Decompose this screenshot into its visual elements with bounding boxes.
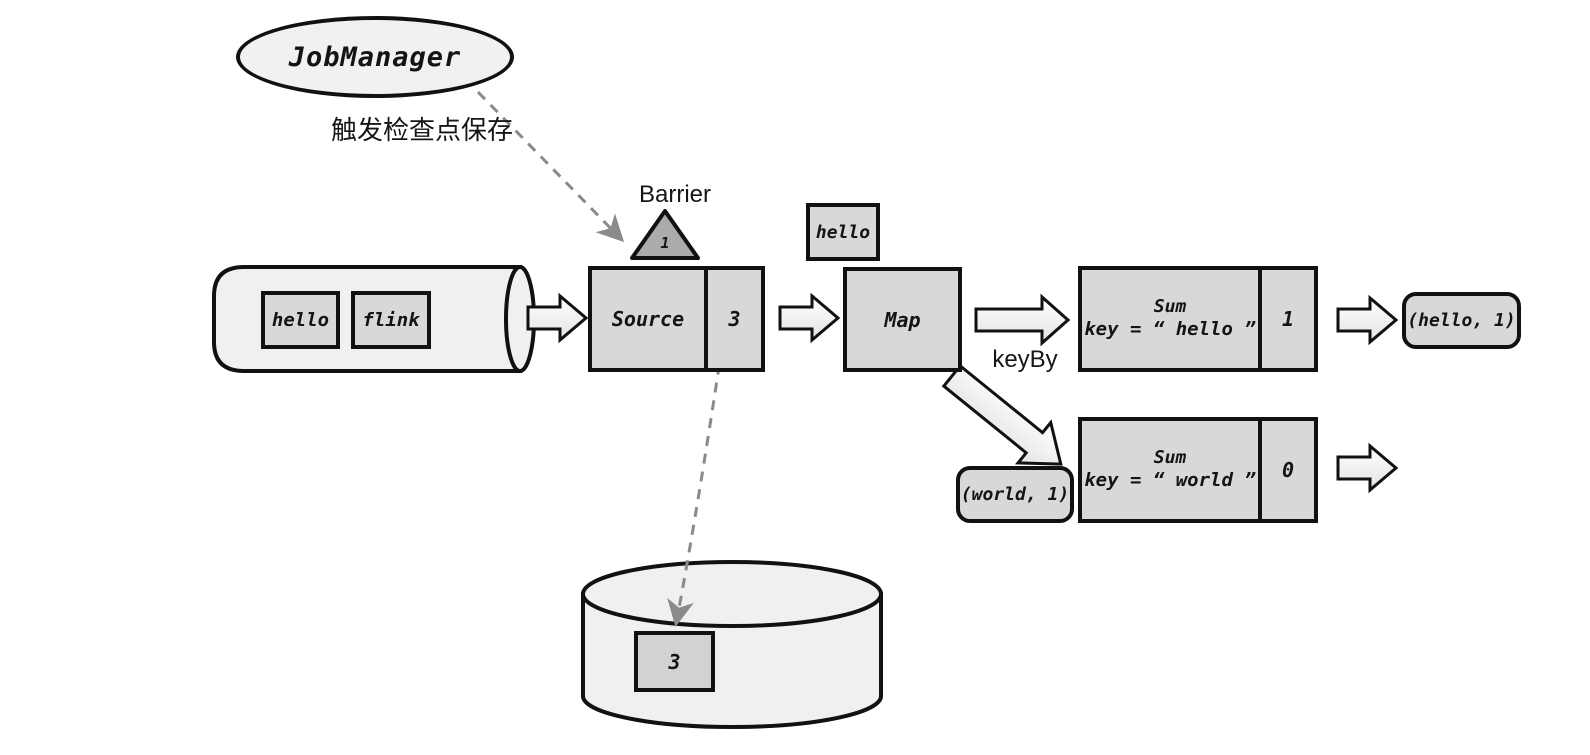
sum-world-title: Sum <box>1153 446 1187 468</box>
arrow-sum-world-out <box>1336 442 1399 494</box>
source-operator: Source 3 <box>588 266 765 372</box>
sum-hello-text: Sum key = “ hello ” <box>1082 270 1258 368</box>
arrow-source-to-map <box>778 292 841 344</box>
sum-hello-key: key = “ hello ” <box>1084 318 1256 341</box>
dashed-arrow-source-to-checkpoint <box>667 346 724 627</box>
sum-world-key: key = “ world ” <box>1084 469 1256 492</box>
checkpoint-state-value: 3 <box>634 631 715 692</box>
jobmanager-node: JobManager <box>236 16 514 98</box>
sum-world-state-value: 0 <box>1281 458 1295 482</box>
sum-hello-divider <box>1258 270 1262 368</box>
sum-world-text: Sum key = “ world ” <box>1082 421 1258 519</box>
source-state-value: 3 <box>728 307 741 331</box>
keyby-label: keyBy <box>992 346 1058 373</box>
arrow-pipe-to-source <box>526 292 589 344</box>
jobmanager-label: JobManager <box>288 41 462 73</box>
barrier-label: Barrier <box>638 181 711 208</box>
map-input-record: hello <box>806 203 880 261</box>
barrier-triangle <box>630 209 700 260</box>
trigger-checkpoint-label: 触发检查点保存 <box>330 116 513 146</box>
barrier-value: 1 <box>660 234 670 252</box>
sum-hello-title: Sum <box>1153 295 1187 317</box>
map-operator: Map <box>843 267 962 372</box>
arrow-keyby-diagonal <box>941 363 1063 466</box>
source-label: Source <box>611 307 685 331</box>
map-label: Map <box>884 307 921 332</box>
sum-hello-state-value: 1 <box>1281 307 1295 331</box>
pipe-record-hello: hello <box>261 291 340 349</box>
source-divider <box>704 270 708 368</box>
result-record-hello: (hello, 1) <box>1402 292 1521 349</box>
sum-world-operator: Sum key = “ world ” 0 <box>1078 417 1318 523</box>
arrow-map-to-sum <box>974 293 1071 347</box>
sum-hello-operator: Sum key = “ hello ” 1 <box>1078 266 1318 372</box>
arrow-sum-to-result <box>1336 294 1399 346</box>
sum-world-divider <box>1258 421 1262 519</box>
checkpoint-store-shape <box>581 560 883 729</box>
pipe-record-flink: flink <box>351 291 431 349</box>
result-record-world: (world, 1) <box>956 466 1074 523</box>
